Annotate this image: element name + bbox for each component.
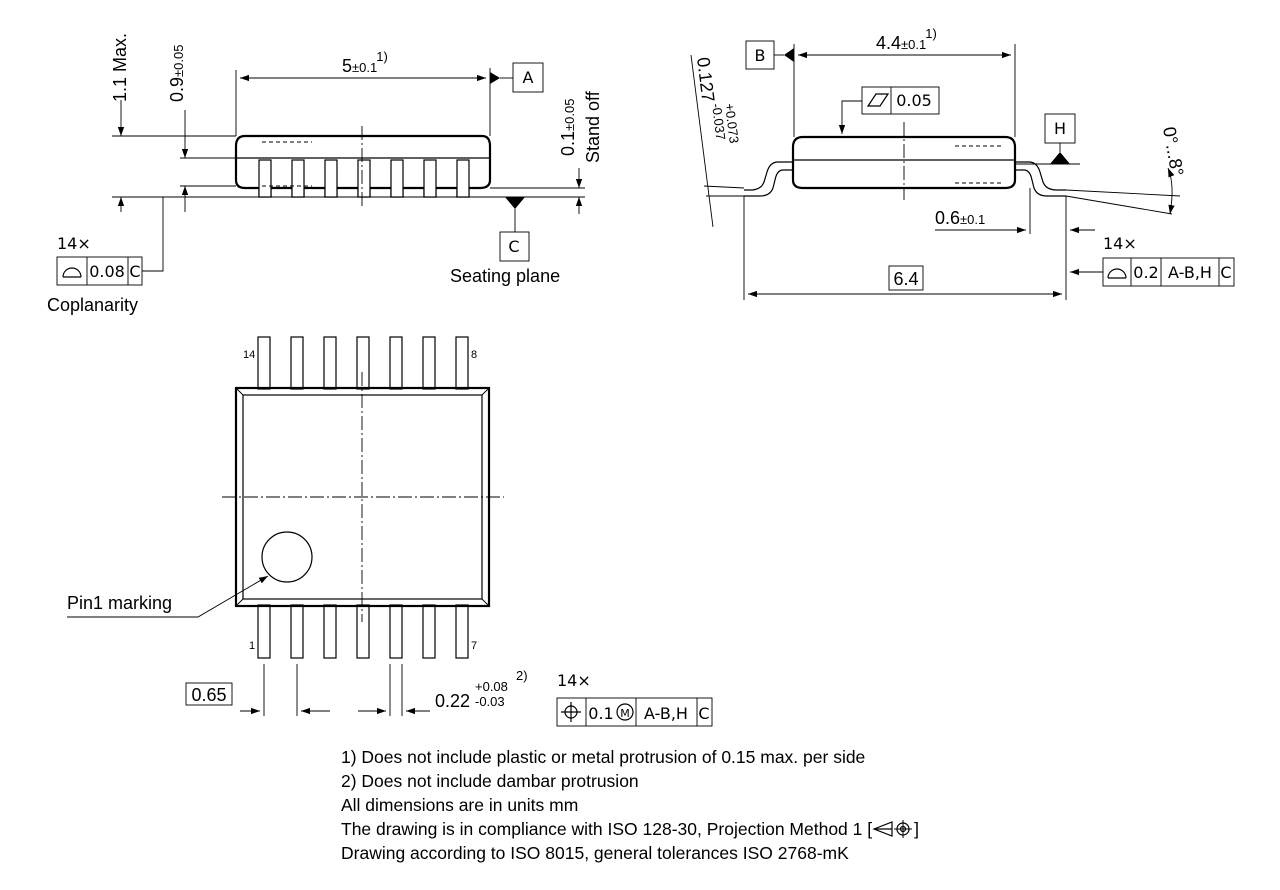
- datum-c-label: C: [508, 237, 519, 256]
- lead-width-tol-plus: +0.08: [475, 679, 508, 694]
- profile-surface-icon: [62, 267, 82, 278]
- svg-text:A-B,H: A-B,H: [1168, 263, 1212, 282]
- datum-a-triangle: [490, 72, 500, 84]
- svg-text:M: M: [620, 707, 630, 720]
- svg-text:C: C: [698, 704, 709, 723]
- datum-h-label: H: [1054, 119, 1066, 138]
- end-lead-left: [744, 161, 793, 197]
- datum-c-triangle: [505, 197, 525, 209]
- datum-h-triangle: [1050, 152, 1070, 164]
- end-view: B 4.4±0.11) 0.05 0.127 +0.073 -0.037 H 0…: [690, 26, 1235, 300]
- svg-text:0.1: 0.1: [588, 704, 613, 723]
- mmc-modifier-icon: [616, 703, 634, 721]
- top-leads-lower: [257, 604, 469, 659]
- note-4-end: ]: [914, 819, 919, 839]
- body-length-label: 5±0.11): [342, 49, 388, 76]
- pitch-label: 0.65: [191, 685, 226, 705]
- span-box: [888, 265, 924, 291]
- standoff-label: 0.1±0.05: [558, 99, 578, 156]
- svg-text:A-B,H: A-B,H: [644, 704, 688, 723]
- position-count: 14×: [557, 671, 591, 690]
- svg-text:0.08: 0.08: [89, 262, 125, 281]
- body-width-label: 4.4±0.11): [876, 26, 937, 53]
- standoff-text: Stand off: [583, 90, 603, 163]
- svg-text:0.05: 0.05: [896, 91, 932, 110]
- angle-label: 0°...8°: [1159, 125, 1187, 177]
- projection-method-icon: [872, 820, 913, 838]
- side-view: 1.1 Max. 0.9±0.05 5±0.11) A 0.1±0.05 Sta…: [47, 33, 603, 315]
- coplanarity-frame: 0.08 C: [56, 256, 143, 286]
- lead-width-tol-minus: -0.03: [475, 694, 505, 709]
- pin-8-label: 8: [471, 349, 477, 361]
- profile-icon: [1107, 268, 1127, 279]
- pin1-marking-label: Pin1 marking: [67, 593, 172, 613]
- datum-b-triangle: [784, 48, 794, 62]
- top-leads-upper: [257, 336, 469, 390]
- end-lead-right: [1014, 161, 1066, 197]
- flatness-frame: 0.05: [861, 86, 940, 115]
- lead-thickness-tol-minus: -0.037: [709, 103, 728, 141]
- note-2: 2) Does not include dambar protrusion: [341, 771, 639, 791]
- datum-b-label: B: [755, 46, 766, 65]
- pin-7-label: 7: [471, 640, 477, 652]
- pin-1-label: 1: [249, 640, 255, 652]
- coplanarity-label: Coplanarity: [47, 295, 138, 315]
- position-icon: [561, 702, 581, 722]
- lead-width-label: 0.22: [435, 691, 470, 711]
- note-4: The drawing is in compliance with ISO 12…: [341, 817, 1101, 841]
- notes: 1) Does not include plastic or metal pro…: [341, 745, 1101, 865]
- span-label: 6.4: [893, 269, 918, 289]
- svg-text:C: C: [1220, 263, 1231, 282]
- lead-thickness-label: 0.127: [693, 56, 718, 103]
- body-height-label: 0.9±0.05: [167, 45, 187, 102]
- foot-length-label: 0.6±0.1: [935, 208, 985, 228]
- lead-thickness-tol-plus: +0.073: [722, 103, 742, 145]
- note-3: All dimensions are in units mm: [341, 795, 579, 815]
- coplanarity-count: 14×: [57, 234, 91, 253]
- max-height-label: 1.1 Max.: [110, 33, 130, 102]
- profile-count: 14×: [1103, 234, 1137, 253]
- note-5: Drawing according to ISO 8015, general t…: [341, 843, 849, 863]
- pitch-box: [185, 682, 233, 706]
- lead-width-note: 2): [516, 668, 528, 683]
- note-1: 1) Does not include plastic or metal pro…: [341, 747, 866, 767]
- svg-text:C: C: [129, 262, 140, 281]
- pin1-marking-dot: [261, 531, 313, 583]
- position-frame: 0.1 M A-B,H C: [556, 697, 713, 727]
- datum-a-box: [512, 62, 544, 93]
- datum-c-box: [499, 231, 530, 262]
- profile-frame: 0.2 A-B,H C: [1102, 257, 1235, 287]
- datum-a-label: A: [523, 68, 534, 87]
- end-body: [791, 135, 1017, 190]
- note-4-text: The drawing is in compliance with ISO 12…: [341, 819, 873, 839]
- pin-14-label: 14: [243, 349, 255, 361]
- top-view: Pin1 marking 14 8 1 7 0.65 0.22 +0.08 -0…: [67, 336, 713, 727]
- svg-text:0.2: 0.2: [1133, 263, 1158, 282]
- side-leads-visible: [258, 159, 470, 198]
- seating-plane-label: Seating plane: [450, 266, 560, 286]
- flatness-icon: [866, 93, 890, 107]
